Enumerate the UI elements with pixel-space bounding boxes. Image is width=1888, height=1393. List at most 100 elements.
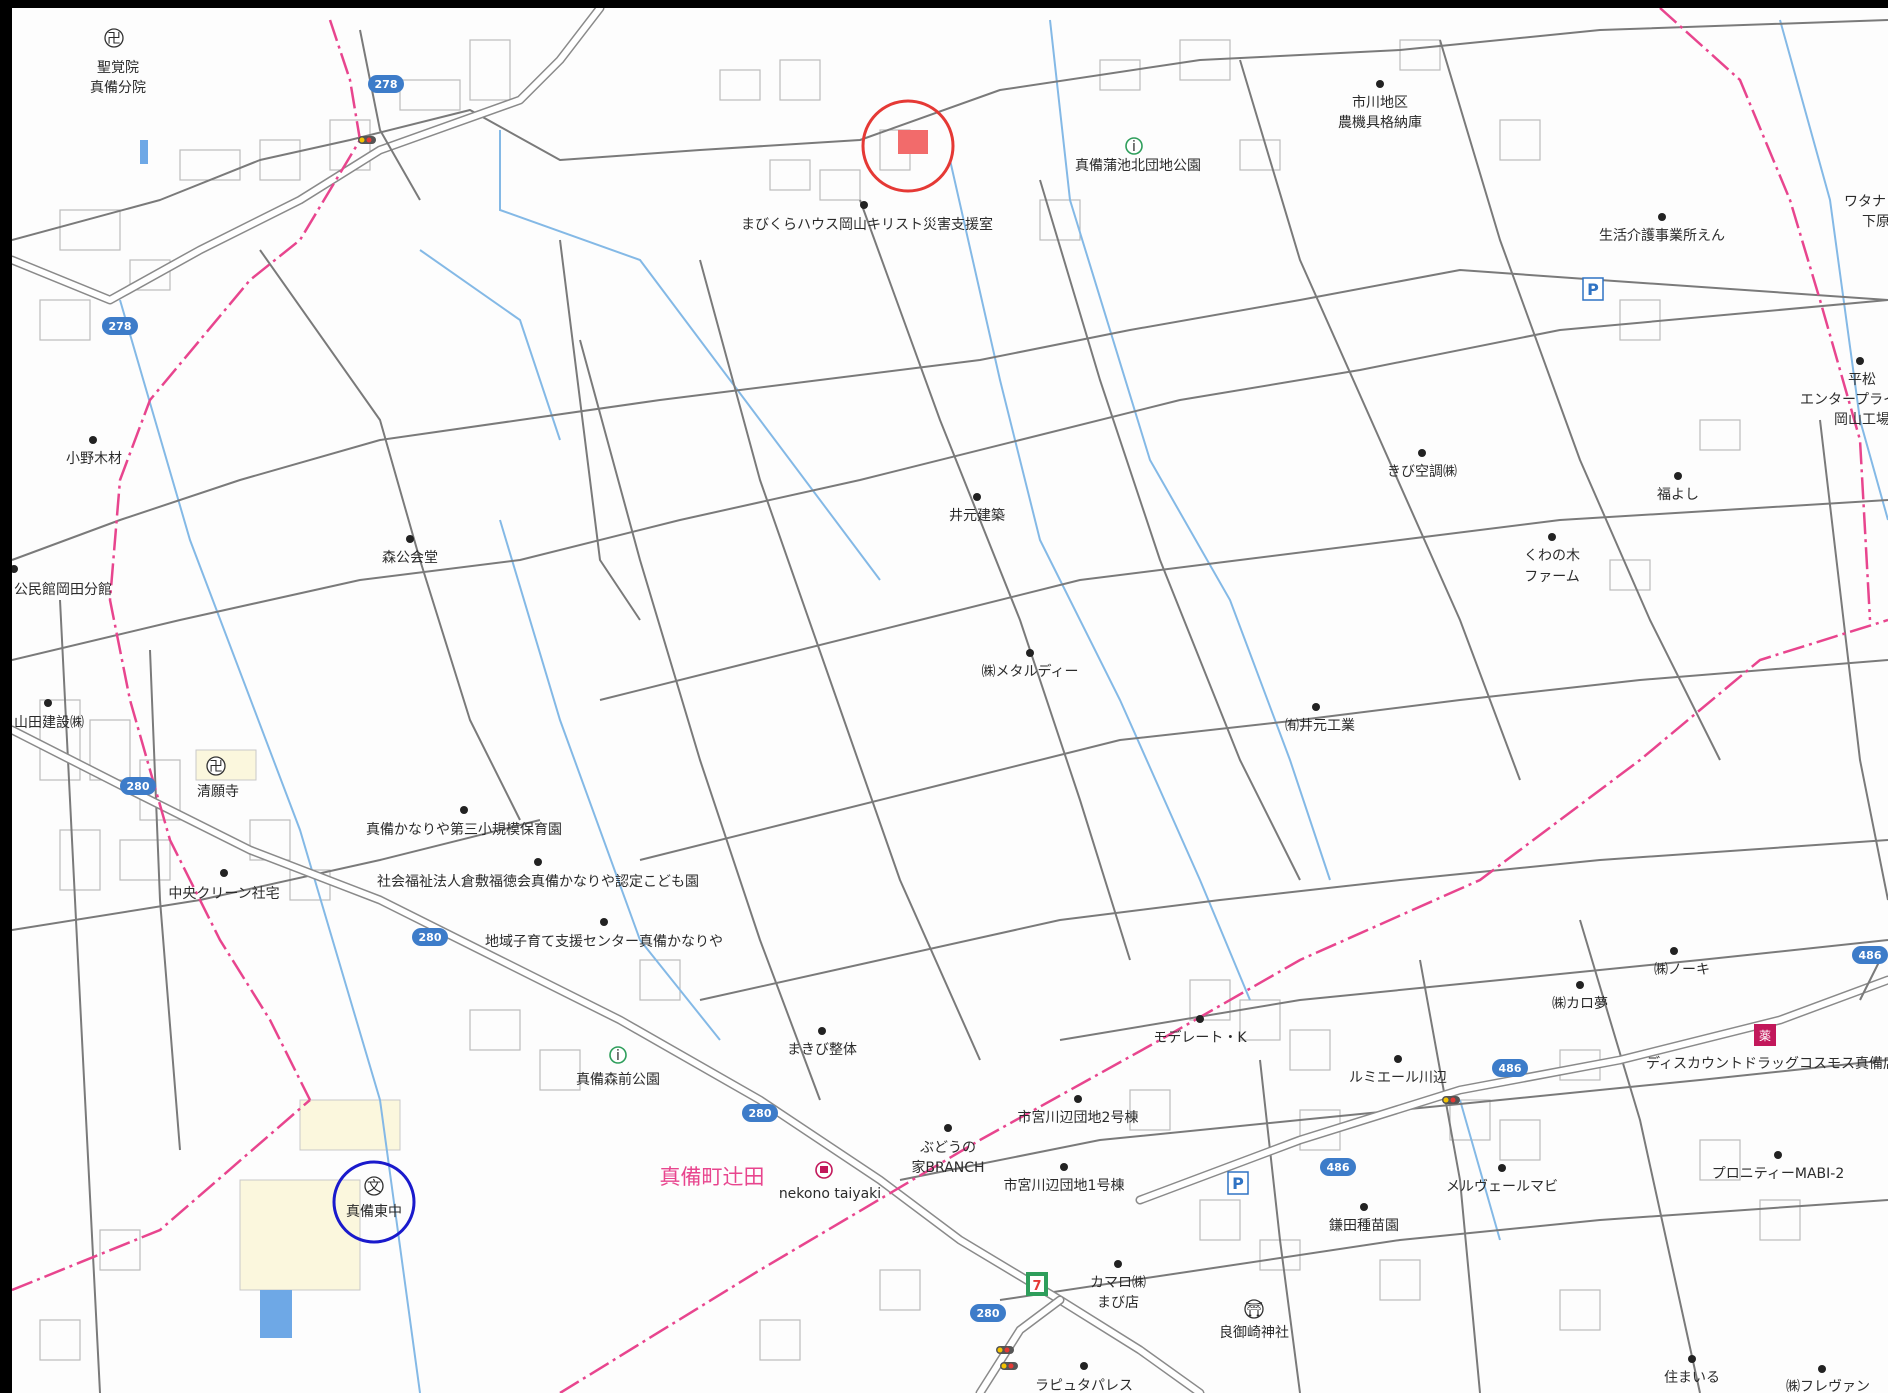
traffic-signal-icon <box>1442 1096 1460 1104</box>
svg-text:278: 278 <box>375 78 398 91</box>
poi-label: きび空調㈱ <box>1387 464 1457 480</box>
route-shield: 278 <box>368 75 404 93</box>
poi-dots <box>12 80 1864 1373</box>
svg-text:i: i <box>616 1048 620 1064</box>
poi-label: 小野木材 <box>66 451 122 467</box>
map-canvas[interactable]: 278 278 280 280 280 280 486 486 486 文 真備… <box>12 8 1888 1393</box>
poi-label: ルミエール川辺 <box>1349 1070 1447 1086</box>
poi-label: 地域子育て支援センター真備かなりや <box>485 934 723 950</box>
poi-label: 聖覚院 <box>97 60 139 76</box>
svg-text:280: 280 <box>977 1307 1000 1320</box>
poi-label: ぶどうの <box>920 1140 976 1156</box>
poi-label: 住まいる <box>1664 1370 1720 1386</box>
poi-label: 鎌田種苗園 <box>1329 1218 1399 1234</box>
poi-label: 真備蒲池北団地公園 <box>1075 158 1201 174</box>
park-icon: i <box>609 1046 627 1064</box>
poi-label: メルヴェールマビ <box>1446 1178 1558 1195</box>
poi-label: 市宮川辺団地1号棟 <box>1004 1177 1125 1194</box>
poi-label: 公民館岡田分館 <box>14 581 112 598</box>
temple-icon: 卍 <box>104 28 124 48</box>
boundary-lines <box>12 8 1888 1393</box>
poi-label: 社会福祉法人倉敷福徳会真備かなりや認定こども園 <box>377 874 699 890</box>
traffic-signals <box>358 136 1460 1370</box>
poi-label: 平松 <box>1848 372 1876 388</box>
poi-label: カマロ㈱ <box>1090 1275 1146 1291</box>
poi-label: まび店 <box>1097 1295 1139 1311</box>
svg-text:i: i <box>1132 139 1136 155</box>
poi-label: 市宮川辺団地2号棟 <box>1018 1109 1139 1126</box>
svg-text:文: 文 <box>367 1179 381 1195</box>
svg-text:280: 280 <box>127 780 150 793</box>
svg-text:⛩: ⛩ <box>1245 1302 1263 1318</box>
svg-text:278: 278 <box>109 320 132 333</box>
park-icon: i <box>1125 137 1143 155</box>
svg-text:7: 7 <box>1032 1279 1041 1294</box>
route-shield: 280 <box>120 777 156 795</box>
svg-text:280: 280 <box>749 1107 772 1120</box>
svg-text:真備東中: 真備東中 <box>346 1204 402 1220</box>
poi-label: 真備かなりや第三小規模保育園 <box>366 821 562 838</box>
poi-label: 森公会堂 <box>382 550 438 566</box>
poi-label: nekono taiyaki <box>779 1186 881 1202</box>
poi-label: 市川地区 <box>1352 94 1408 111</box>
poi-label: 中央クリーン社宅 <box>168 886 279 902</box>
poi-label: まきび整体 <box>787 1042 857 1058</box>
area-label: 真備町辻田 <box>660 1165 765 1189</box>
poi-label: 岡山工場 <box>1834 412 1888 428</box>
svg-text:486: 486 <box>1327 1161 1350 1174</box>
main-roads <box>12 8 1888 1393</box>
drugstore-icon: 薬 <box>1754 1024 1776 1046</box>
route-shields: 278 278 280 280 280 280 486 486 486 <box>102 75 1888 1322</box>
svg-text:486: 486 <box>1859 949 1882 962</box>
svg-text:P: P <box>1232 1174 1244 1193</box>
svg-text:280: 280 <box>419 931 442 944</box>
poi-label: 清願寺 <box>197 784 239 800</box>
parking-icon: P <box>1582 277 1604 301</box>
poi-label: ㈱カロ夢 <box>1552 996 1608 1012</box>
poi-label: 真備森前公園 <box>576 1071 660 1088</box>
local-roads <box>12 19 1888 1393</box>
target-property-lot <box>898 130 928 154</box>
traffic-signal-icon <box>358 136 376 144</box>
poi-label: ラピュタパレス <box>1035 1378 1133 1393</box>
poi-label: くわの木 <box>1524 548 1580 564</box>
icon-markers: 卍 卍 i i P P ⛩ 7 薬 <box>104 28 1776 1319</box>
poi-label: 真備分院 <box>90 80 146 96</box>
poi-label: 生活介護事業所えん <box>1599 228 1725 244</box>
target-circle <box>861 99 955 193</box>
route-shield: 280 <box>412 928 448 946</box>
route-shield: 486 <box>1320 1158 1356 1176</box>
parking-icon: P <box>1227 1171 1249 1195</box>
temple-icon: 卍 <box>206 756 226 776</box>
poi-label: ファーム <box>1524 569 1580 585</box>
route-shield: 280 <box>970 1304 1006 1322</box>
svg-text:P: P <box>1587 280 1599 299</box>
target-property-marker[interactable] <box>861 99 955 193</box>
route-shield: 486 <box>1852 946 1888 964</box>
route-shield: 486 <box>1492 1059 1528 1077</box>
poi-label: ワタナ <box>1844 194 1886 210</box>
svg-text:薬: 薬 <box>1759 1029 1771 1043</box>
poi-label: 家BRANCH <box>911 1159 984 1176</box>
building-outlines <box>39 39 1801 1361</box>
shrine-icon: ⛩ <box>1244 1299 1264 1319</box>
poi-label: 山田建設㈱ <box>14 715 84 731</box>
school-marker[interactable]: 文 真備東中 <box>332 1160 416 1244</box>
poi-label: プロニティーMABI-2 <box>1712 1166 1845 1182</box>
school-circle <box>332 1160 416 1244</box>
svg-text:486: 486 <box>1499 1062 1522 1075</box>
traffic-signal-icon <box>1000 1362 1018 1370</box>
convenience-store-icon: 7 <box>1026 1272 1048 1296</box>
poi-label: 農機具格納庫 <box>1338 114 1422 131</box>
poi-label: ディスカウントドラッグコスモス真備店 <box>1646 1055 1888 1072</box>
poi-label: ㈱メタルディー <box>981 663 1078 680</box>
route-shield: 280 <box>742 1104 778 1122</box>
waterways <box>119 19 1888 1393</box>
svg-text:卍: 卍 <box>107 31 121 47</box>
poi-label: 良御崎神社 <box>1219 1325 1289 1341</box>
shop-icon <box>815 1161 833 1179</box>
route-shield: 278 <box>102 317 138 335</box>
poi-labels: 聖覚院 真備分院 まびくらハウス岡山キリスト災害支援室 市川地区 農機具格納庫 … <box>14 60 1888 1393</box>
poi-label: ㈱フレヴァン <box>1786 1378 1870 1393</box>
